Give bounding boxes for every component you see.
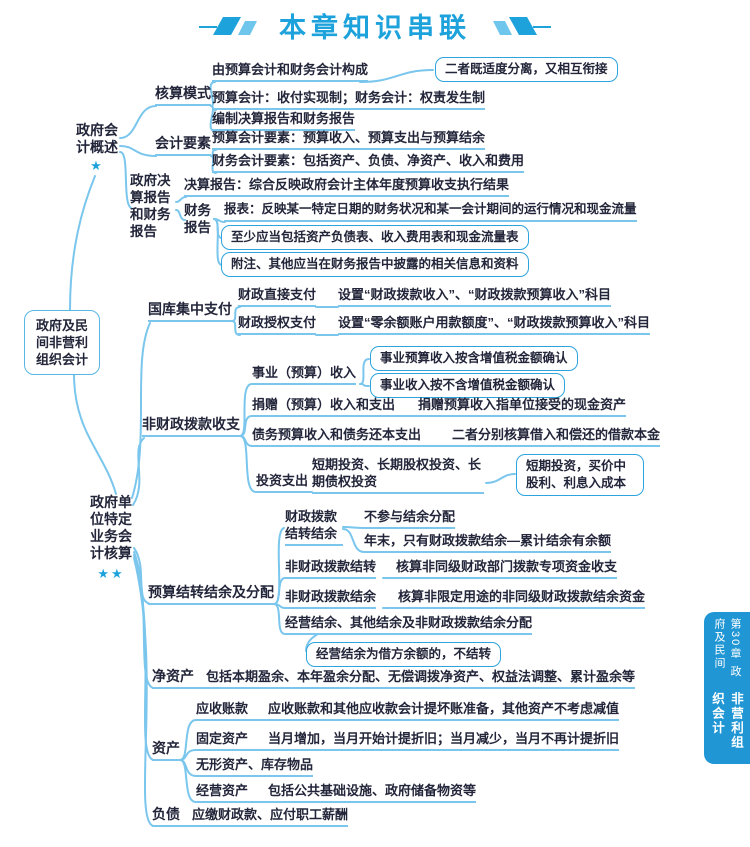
node-fixed-assets-label: 固定资产 (196, 730, 249, 751)
node-receivable-label: 应收账款 (196, 700, 249, 721)
node-fiscal-carryover-item2: 年末，只有财政拨款结余—累计结余有余额 (364, 532, 612, 553)
node-donation-text: 捐赠预算收入指单位接受的现金资产 (418, 396, 627, 417)
node-intangible-assets: 无形资产、库存物品 (196, 756, 314, 777)
note-box-separation: 二者既适度分离，又相互衔接 (435, 57, 618, 82)
node-investment-label: 投资支出 (256, 472, 309, 493)
branch1-label: 政府会计概述 (76, 122, 118, 155)
node-receivable-text: 应收账款和其他应收款会计提坏账准备，其他资产不考虑减值 (268, 700, 620, 721)
chapter-tab-line1: 第30章 政府及民间 (713, 618, 741, 679)
note-box-short-investment: 短期投资，买价中股利、利息入成本 (516, 454, 644, 496)
node-statement: 报表：反映某一特定日期的财务状况和某一会计期间的运行情况和现金流量 (224, 201, 637, 222)
node-accounting-mode: 核算模式 (155, 85, 211, 106)
node-treasury-label: 国库集中支付 (148, 301, 232, 322)
note-box-career-income: 事业收入按不含增值税金额确认 (370, 373, 566, 398)
node-elements-item2: 财务会计要素：包括资产、负债、净资产、收入和费用 (212, 152, 525, 173)
node-direct-payment-label: 财政直接支付 (238, 286, 317, 307)
node-accounting-elements: 会计要素 (155, 135, 211, 156)
node-fiscal-carryover-item1: 不参与结余分配 (364, 508, 456, 529)
title-ornament-left-icon (199, 16, 257, 35)
node-mode-item2: 预算会计：收付实现制；财务会计：权责发生制 (212, 89, 486, 110)
node-operating-assets-label: 经营资产 (196, 782, 249, 803)
node-mode-item1: 由预算会计和财务会计构成 (212, 61, 369, 82)
node-nonfiscal-label: 非财政拨款收支 (142, 416, 240, 437)
node-operating-assets-text: 包括公共基础设施、政府储备物资等 (268, 782, 477, 803)
node-authorized-payment-label: 财政授权支付 (238, 314, 317, 335)
node-fiscal-carryover-label: 财政拨款结转结余 (285, 508, 343, 546)
node-authorized-payment-text: 设置“零余额账户用款额度”、“财政拨款预算收入”科目 (338, 314, 651, 335)
branch1-stars: ★ (90, 158, 104, 173)
page-header: 本章知识串联 (0, 6, 750, 45)
node-net-assets-label: 净资产 (152, 668, 194, 689)
node-direct-payment-text: 设置“财政拨款收入”、“财政拨款预算收入”科目 (338, 286, 612, 307)
node-mode-item3: 编制决算报告和财务报告 (212, 110, 356, 131)
node-debt-text: 二者分别核算借入和偿还的借款本金 (452, 426, 661, 447)
title-ornament-right-icon (493, 16, 551, 35)
note-box-notes-disclosure: 附注、其他应当在财务报告中披露的相关信息和资料 (221, 252, 529, 277)
node-nonfiscal-surplus-label: 非财政拨款结余 (285, 588, 377, 609)
branch2-stars: ★★ (97, 566, 125, 581)
node-fixed-assets-text: 当月增加，当月开始计提折旧；当月减少，当月不再计提折旧 (268, 730, 620, 751)
node-nonfiscal-transfer-text: 核算非同级财政部门拨款专项资金收支 (396, 558, 618, 579)
node-liabilities-text: 应缴财政款、应付职工薪酬 (192, 806, 349, 827)
node-carryover-label: 预算结转结余及分配 (148, 584, 274, 605)
note-box-minimum-statements: 至少应当包括资产负债表、收入费用表和现金流量表 (221, 225, 529, 250)
note-box-career-budget-income: 事业预算收入按含增值税金额确认 (370, 346, 578, 371)
node-assets-label: 资产 (152, 740, 180, 761)
node-financial-report-label: 财务报告 (184, 203, 211, 235)
node-operating-surplus: 经营结余、其他结余及非财政拨款结余分配 (285, 614, 533, 635)
note-box-operating-surplus: 经营结余为借方余额的，不结转 (306, 642, 502, 667)
branch2-label: 政府单位特定业务会计核算 (90, 494, 132, 561)
node-debt-label: 债务预算收入和债务还本支出 (252, 426, 422, 447)
chapter-tab-line2: 非营利组织会计 (710, 692, 743, 751)
node-final-report: 决算报告：综合反映政府会计主体年度预算收支执行结果 (184, 176, 510, 197)
chapter-tab: 第30章 政府及民间 非营利组织会计 (704, 612, 750, 764)
node-liabilities-label: 负债 (152, 806, 180, 827)
node-nonfiscal-surplus-text: 核算非限定用途的非同级财政拨款结余资金 (398, 588, 646, 609)
root-node: 政府及民间非营利组织会计 (24, 310, 100, 375)
node-donation-label: 捐赠（预算）收入和支出 (252, 396, 396, 417)
node-career-income-label: 事业（预算）收入 (252, 364, 357, 385)
page-title: 本章知识串联 (279, 13, 471, 43)
node-reports-label: 政府决算报告和财务报告 (130, 173, 171, 239)
node-net-assets-text: 包括本期盈余、本年盈余分配、无偿调拨净资产、权益法调整、累计盈余等 (206, 668, 636, 689)
node-investment-text: 短期投资、长期股权投资、长期债权投资 (312, 456, 484, 494)
node-nonfiscal-transfer-label: 非财政拨款结转 (285, 558, 377, 579)
node-elements-item1: 预算会计要素：预算收入、预算支出与预算结余 (212, 129, 486, 150)
